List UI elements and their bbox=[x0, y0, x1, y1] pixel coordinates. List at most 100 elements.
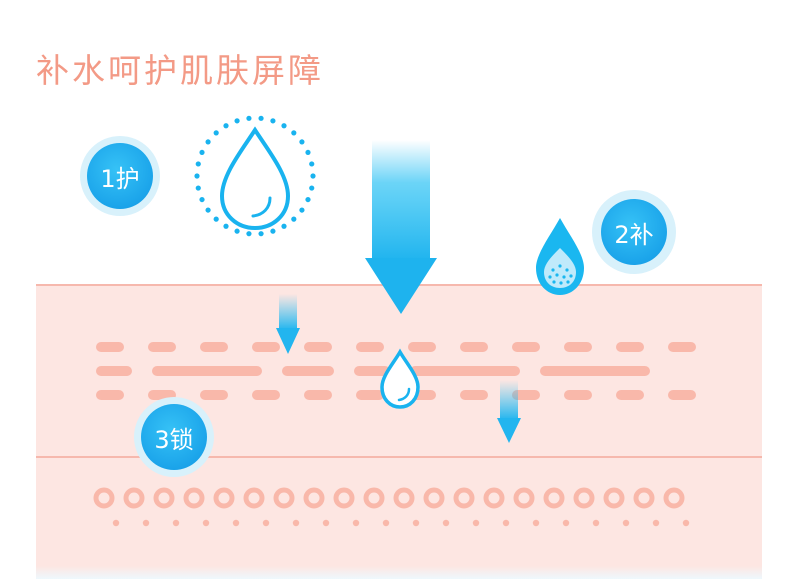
skin-dot bbox=[382, 519, 390, 527]
down-arrow-icon bbox=[497, 380, 521, 443]
ring-dot bbox=[270, 118, 276, 124]
bottom-strip bbox=[36, 566, 762, 579]
page-title: 补水呵护肌肤屏障 bbox=[36, 51, 324, 90]
ring-dot bbox=[281, 223, 287, 229]
water-drop-icon bbox=[219, 126, 291, 231]
down-arrow-icon bbox=[365, 140, 437, 314]
ring-dot bbox=[223, 123, 229, 129]
skin-pore-circle bbox=[603, 487, 625, 509]
ring-dot bbox=[234, 118, 240, 124]
skin-dot bbox=[202, 519, 210, 527]
skin-cell-dash bbox=[152, 366, 262, 376]
skin-dot bbox=[472, 519, 480, 527]
skin-pore-circle bbox=[663, 487, 685, 509]
skin-dot-row bbox=[112, 519, 690, 527]
skin-cell-dash bbox=[616, 342, 644, 352]
ring-dot bbox=[194, 173, 200, 179]
step-label: 2补 bbox=[601, 199, 667, 265]
skin-dot bbox=[652, 519, 660, 527]
skin-cell-dash bbox=[282, 366, 334, 376]
ring-dot bbox=[205, 139, 211, 145]
skin-pore-circle bbox=[123, 487, 145, 509]
ring-dot bbox=[205, 207, 211, 213]
skin-cell-dash bbox=[616, 390, 644, 400]
skin-cell-dash bbox=[668, 342, 696, 352]
ring-dot bbox=[234, 228, 240, 234]
skin-dot bbox=[142, 519, 150, 527]
skin-pore-circle bbox=[303, 487, 325, 509]
ring-dot bbox=[246, 115, 252, 121]
ring-dot bbox=[305, 149, 311, 156]
skin-cell-dash bbox=[304, 390, 332, 400]
skin-pore-circle bbox=[243, 487, 265, 509]
skin-dot bbox=[292, 519, 300, 527]
skin-cell-dash bbox=[460, 342, 488, 352]
skin-dot bbox=[592, 519, 600, 527]
skin-cell-dash bbox=[304, 342, 332, 352]
skin-cell-dash bbox=[564, 390, 592, 400]
skin-cell-dash bbox=[200, 342, 228, 352]
skin-cell-dash bbox=[96, 390, 124, 400]
skin-pore-circle bbox=[153, 487, 175, 509]
skin-cell-dash bbox=[512, 342, 540, 352]
skin-pore-circle bbox=[633, 487, 655, 509]
skin-pore-circle bbox=[573, 487, 595, 509]
ring-dot bbox=[305, 196, 311, 203]
ring-dot bbox=[281, 123, 287, 129]
ring-dot bbox=[291, 216, 297, 222]
skin-cell-rows bbox=[96, 342, 696, 400]
skin-pore-circle bbox=[363, 487, 385, 509]
skin-cell-dash bbox=[564, 342, 592, 352]
ring-dot bbox=[258, 231, 264, 237]
skin-pore-circle bbox=[423, 487, 445, 509]
skin-cell-dash bbox=[252, 390, 280, 400]
skin-dot bbox=[682, 519, 690, 527]
skin-pore-circle bbox=[543, 487, 565, 509]
skin-cell-dash bbox=[356, 342, 384, 352]
skin-pore-circle bbox=[93, 487, 115, 509]
skin-dot bbox=[562, 519, 570, 527]
skin-pore-circle bbox=[183, 487, 205, 509]
skin-dot bbox=[532, 519, 540, 527]
skin-cell-dash bbox=[408, 342, 436, 352]
skin-cell-dash bbox=[252, 342, 280, 352]
skin-pore-circle bbox=[453, 487, 475, 509]
skin-dot bbox=[352, 519, 360, 527]
step-badge-replenish: 2补 bbox=[592, 190, 676, 274]
step-badge-protect: 1护 bbox=[80, 136, 160, 216]
skin-dot bbox=[412, 519, 420, 527]
skin-pore-circle bbox=[213, 487, 235, 509]
skin-dot bbox=[622, 519, 630, 527]
skin-dot bbox=[262, 519, 270, 527]
skin-dot bbox=[442, 519, 450, 527]
ring-dot bbox=[270, 228, 276, 234]
skin-dot bbox=[232, 519, 240, 527]
skin-pore-circle bbox=[273, 487, 295, 509]
ring-dot bbox=[299, 139, 305, 145]
step-label: 1护 bbox=[87, 143, 153, 209]
down-arrow-icon bbox=[276, 294, 300, 354]
skin-cell-dash bbox=[460, 390, 488, 400]
water-drop-icon bbox=[380, 348, 420, 409]
ring-dot bbox=[195, 185, 201, 191]
particle-drop-icon bbox=[536, 218, 584, 295]
skin-cell-dash bbox=[96, 366, 132, 376]
ring-dot bbox=[309, 161, 315, 167]
step-badge-lock: 3锁 bbox=[134, 397, 214, 477]
ring-dot bbox=[213, 130, 219, 136]
skin-dot bbox=[502, 519, 510, 527]
ring-dot bbox=[246, 231, 252, 237]
ring-dot bbox=[258, 115, 264, 121]
skin-pore-circle bbox=[483, 487, 505, 509]
ring-dot bbox=[213, 216, 219, 222]
skin-pore-row bbox=[93, 487, 685, 509]
skin-pore-circle bbox=[333, 487, 355, 509]
step-label: 3锁 bbox=[141, 404, 207, 470]
ring-dot bbox=[199, 196, 205, 203]
skin-cell-dash bbox=[512, 390, 540, 400]
skin-pore-circle bbox=[513, 487, 535, 509]
ring-dot bbox=[199, 149, 205, 156]
skin-dot bbox=[172, 519, 180, 527]
skin-cell-dash bbox=[354, 366, 390, 376]
